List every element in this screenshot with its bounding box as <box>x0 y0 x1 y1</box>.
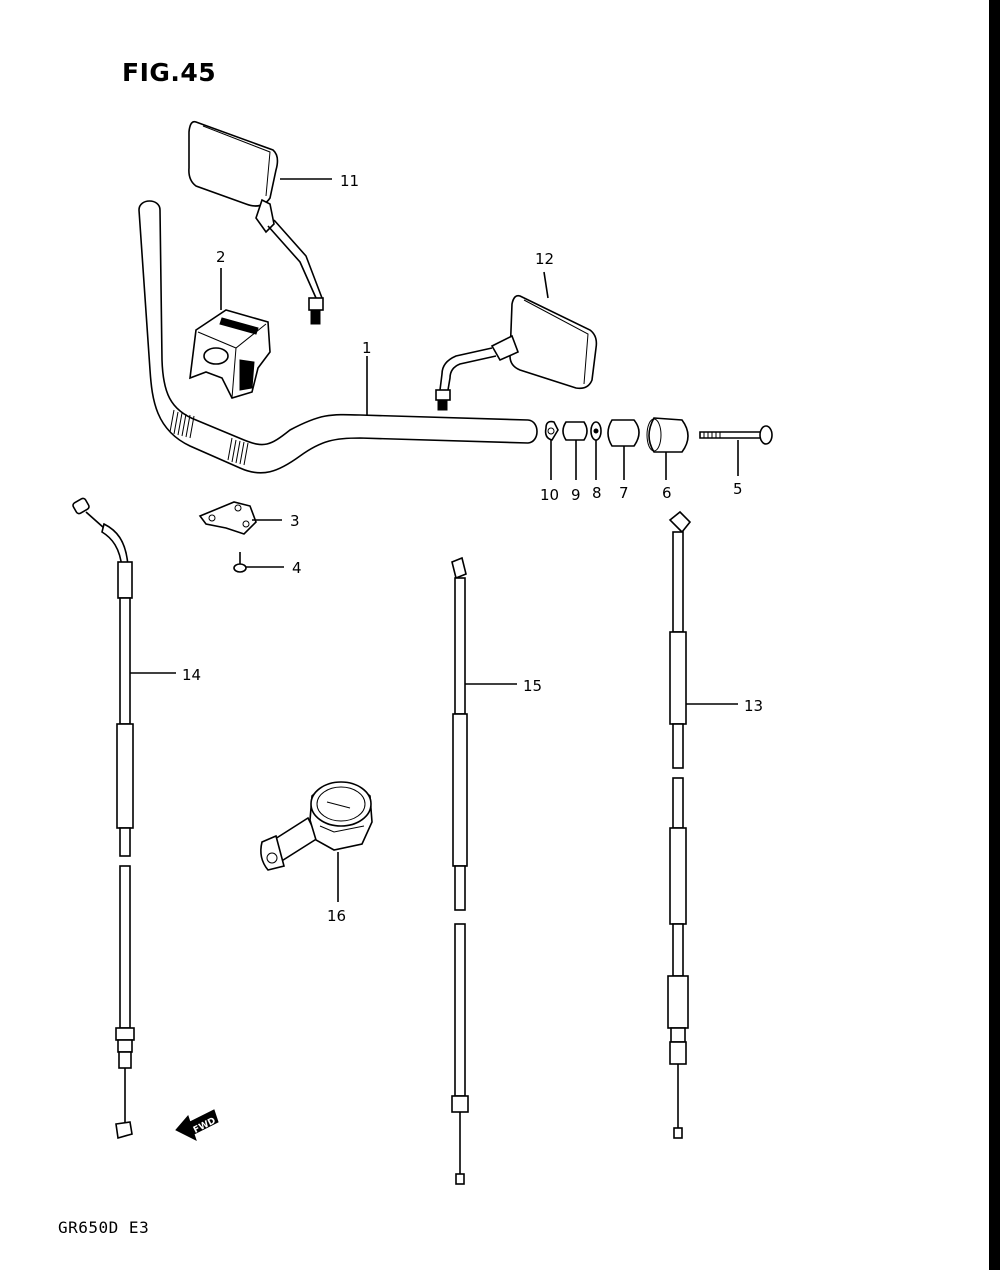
model-code: GR650D E3 <box>58 1218 150 1237</box>
part-2-handlebar-clamp[interactable] <box>189 309 271 399</box>
callout-2: 2 <box>216 248 226 266</box>
part-14-throttle-cable[interactable] <box>72 497 135 1140</box>
part-10-nut[interactable] <box>544 420 559 441</box>
callout-13: 13 <box>744 697 763 715</box>
part-6-balancer[interactable] <box>646 417 689 453</box>
part-7-cushion[interactable] <box>607 419 640 447</box>
callout-14: 14 <box>182 666 201 684</box>
part-16-gauge[interactable] <box>260 781 373 871</box>
callout-9: 9 <box>571 486 581 504</box>
part-8-washer[interactable] <box>590 421 602 441</box>
callout-11: 11 <box>340 172 359 190</box>
callout-3: 3 <box>290 512 300 530</box>
part-11-left-mirror[interactable] <box>188 120 324 325</box>
callout-7: 7 <box>619 484 629 502</box>
part-3-bracket[interactable] <box>198 501 257 535</box>
callout-4: 4 <box>292 559 302 577</box>
part-5-bolt[interactable] <box>699 425 773 445</box>
callout-16: 16 <box>327 907 346 925</box>
callout-5: 5 <box>733 480 743 498</box>
callout-10: 10 <box>540 486 559 504</box>
callout-15: 15 <box>523 677 542 695</box>
page-edge-bar <box>989 0 1000 1270</box>
part-4-screw[interactable] <box>233 552 247 573</box>
callouts: 1 2 3 4 5 6 7 8 9 10 11 12 13 14 15 16 <box>182 172 763 925</box>
callout-12: 12 <box>535 250 554 268</box>
callout-1: 1 <box>362 339 372 357</box>
part-15-speedometer-cable[interactable] <box>451 556 469 1185</box>
part-13-clutch-cable[interactable] <box>667 510 692 1139</box>
leader-lines <box>130 178 739 902</box>
callout-6: 6 <box>662 484 672 502</box>
part-12-right-mirror[interactable] <box>435 294 598 411</box>
part-9-collar[interactable] <box>562 421 588 441</box>
part-1-handlebar[interactable] <box>138 200 538 474</box>
callout-8: 8 <box>592 484 602 502</box>
figure-title: FIG.45 <box>122 58 217 87</box>
forward-arrow-icon: FWD <box>175 1109 219 1141</box>
